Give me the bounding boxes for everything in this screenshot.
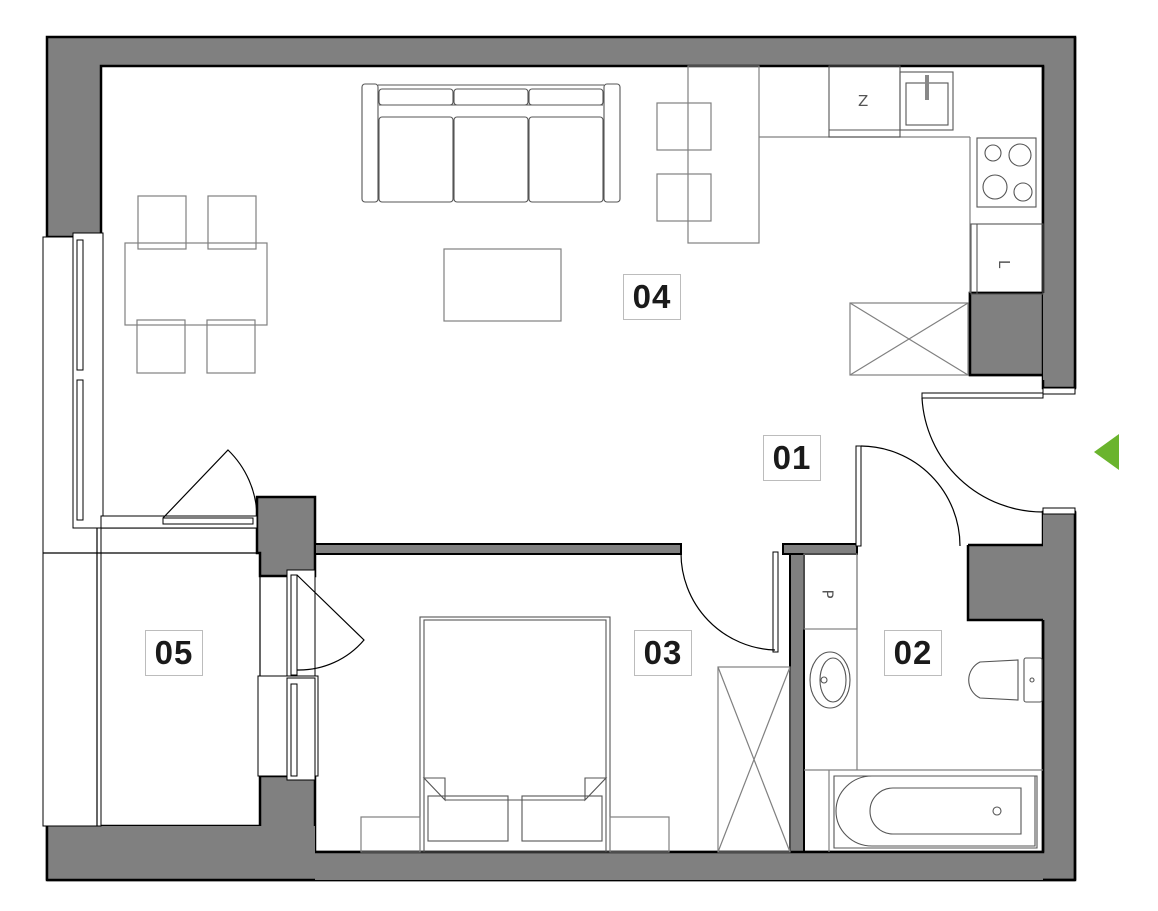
wardrobe-bedroom	[717, 666, 791, 853]
fridge-label: Z	[858, 92, 869, 110]
bedroom-balcony-door	[257, 569, 365, 781]
window-left	[72, 232, 104, 529]
nightstand-right	[609, 816, 670, 853]
room-label-01: 01	[763, 435, 821, 481]
room-label-03: 03	[634, 630, 692, 676]
wall-bedroom-bathroom	[789, 553, 805, 853]
wall-hall-bathroom	[782, 543, 858, 555]
wardrobe-hall	[849, 302, 969, 376]
bathtub	[835, 775, 1036, 847]
room-label-05: 05	[145, 630, 203, 676]
room-label-02: 02	[884, 630, 942, 676]
bathtub-drain	[992, 806, 1002, 816]
washbasin	[809, 651, 851, 709]
bathroom-wall-chunk	[968, 512, 1075, 620]
outer-wall	[45, 35, 1077, 390]
nightstand-left	[360, 816, 421, 853]
kitchen-wall-chunk	[968, 291, 1045, 377]
wall-living-bedroom	[314, 543, 682, 555]
sofa	[361, 83, 621, 203]
kitchen-counter	[656, 65, 1044, 295]
bathtub-inner	[869, 787, 1022, 835]
double-bed	[419, 616, 611, 853]
dining-table-set	[124, 195, 268, 374]
pillar	[255, 495, 317, 578]
balcony-door-living	[100, 449, 258, 529]
washer-label: P	[818, 589, 837, 599]
coffee-table	[443, 248, 562, 322]
dishwasher-label: L	[995, 259, 1014, 269]
toilet	[968, 657, 1043, 703]
entry-arrow-icon	[1094, 434, 1119, 470]
outer-wall-right-lower	[45, 510, 1077, 882]
room-label-04: 04	[623, 274, 681, 320]
entrance-door	[921, 387, 1076, 515]
bedroom-door	[680, 551, 779, 653]
bathroom-door	[855, 445, 961, 547]
